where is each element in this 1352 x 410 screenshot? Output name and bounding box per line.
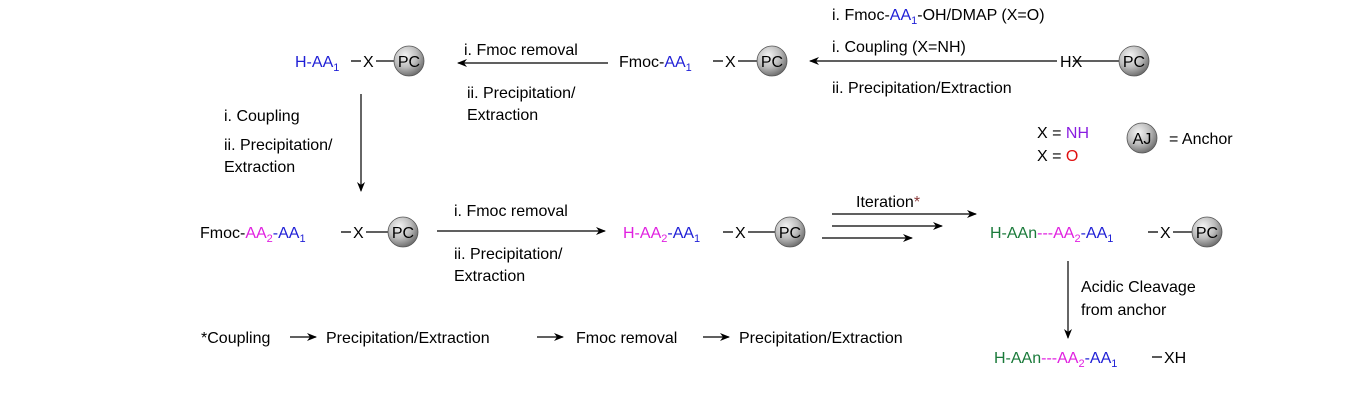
conditions-step2: i. Fmoc removal ii. Precipitation/ Extra… <box>464 42 578 124</box>
footnote-item-2: Precipitation/Extraction <box>326 330 490 347</box>
h-aan-support-text: H-AAn---AA2-AA1 <box>990 225 1113 245</box>
x-atom: X <box>1160 225 1171 242</box>
step3-line3: Extraction <box>224 159 295 176</box>
support-label: PC <box>392 225 414 242</box>
footnote-item-3: Fmoc removal <box>576 330 677 347</box>
compound-h-aan-support: H-AAn---AA2-AA1 X PC <box>990 216 1223 248</box>
iteration-arrows: Iteration* <box>822 194 977 242</box>
compound-h-aa1-support: H-AA1 X PC <box>295 45 425 77</box>
cleavage-line1: Acidic Cleavage <box>1081 279 1196 296</box>
support-label: PC <box>761 54 783 71</box>
polymer-support-ball <box>387 216 419 248</box>
support-label: PC <box>398 54 420 71</box>
conditions-cleavage: Acidic Cleavage from anchor <box>1081 279 1196 319</box>
anchor-ball <box>1126 122 1158 154</box>
footnote-cycle: *Coupling Precipitation/Extraction Fmoc … <box>201 330 903 347</box>
hx-h-text: HX <box>1060 54 1083 71</box>
cleavage-line2: from anchor <box>1081 302 1167 319</box>
conditions-step1: i. Fmoc-AA1-OH/DMAP (X=O) i. Coupling (X… <box>832 7 1045 97</box>
x-atom: X <box>725 54 736 71</box>
x-atom: X <box>363 54 374 71</box>
step2-line1: i. Fmoc removal <box>464 42 578 59</box>
anchor-label: AJ <box>1133 131 1152 148</box>
h-aa2-aa1-text: H-AA2-AA1 <box>623 225 700 245</box>
step4-line1: i. Fmoc removal <box>454 203 568 220</box>
iteration-label: Iteration* <box>856 194 920 211</box>
conditions-step3: i. Coupling ii. Precipitation/ Extractio… <box>224 108 333 176</box>
xh-group: XH <box>1164 350 1186 367</box>
support-label: PC <box>1196 225 1218 242</box>
conditions-step4: i. Fmoc removal ii. Precipitation/ Extra… <box>454 203 568 285</box>
step1-line1: i. Fmoc-AA1-OH/DMAP (X=O) <box>832 7 1045 27</box>
anchor-text: = Anchor <box>1169 131 1233 148</box>
step2-line2: ii. Precipitation/ <box>467 85 576 102</box>
h-aan-free-text: H-AAn---AA2-AA1 <box>994 350 1117 370</box>
footnote-item-4: Precipitation/Extraction <box>739 330 903 347</box>
polymer-support-ball <box>774 216 806 248</box>
x-atom: X <box>353 225 364 242</box>
fmoc-aa1-text: Fmoc-AA1 <box>619 54 692 74</box>
support-label: PC <box>1123 54 1145 71</box>
step3-line1: i. Coupling <box>224 108 300 125</box>
footnote-item-1: *Coupling <box>201 330 270 347</box>
compound-h-aa2-aa1-support: H-AA2-AA1 X PC <box>623 216 806 248</box>
polymer-support-ball <box>1118 45 1150 77</box>
h-aa1-text: H-AA1 <box>295 54 339 74</box>
support-label: PC <box>779 225 801 242</box>
compound-fmoc-aa1-support: Fmoc-AA1 X PC <box>619 45 788 77</box>
compound-h-aan-free: H-AAn---AA2-AA1 XH <box>994 350 1186 370</box>
legend-x-nh: X = NH <box>1037 125 1089 142</box>
polymer-support-ball <box>756 45 788 77</box>
step3-line2: ii. Precipitation/ <box>224 137 333 154</box>
step2-line3: Extraction <box>467 107 538 124</box>
legend: X = NH X = O AJ = Anchor <box>1037 122 1233 165</box>
step4-line2: ii. Precipitation/ <box>454 246 563 263</box>
step1-line3: ii. Precipitation/Extraction <box>832 80 1012 97</box>
step1-line2: i. Coupling (X=NH) <box>832 39 966 56</box>
compound-fmoc-aa2-aa1-support: Fmoc-AA2-AA1 X PC <box>200 216 419 248</box>
polymer-support-ball <box>1191 216 1223 248</box>
x-atom: X <box>735 225 746 242</box>
fmoc-aa2-aa1-text: Fmoc-AA2-AA1 <box>200 225 306 245</box>
polymer-support-ball <box>393 45 425 77</box>
compound-hx-support: HX PC <box>1060 45 1150 77</box>
legend-x-o: X = O <box>1037 148 1078 165</box>
step4-line3: Extraction <box>454 268 525 285</box>
